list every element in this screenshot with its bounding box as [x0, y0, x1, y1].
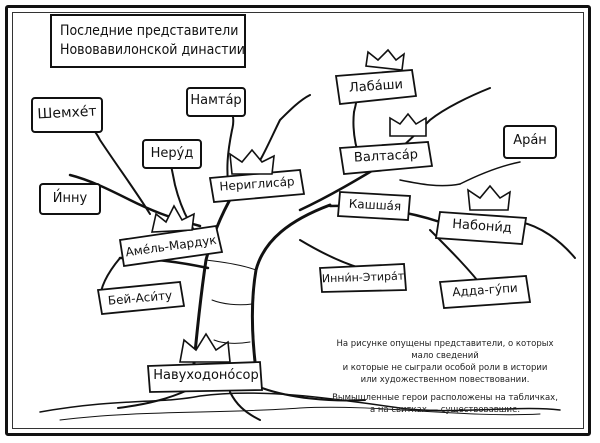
label-aran: Ара́н	[513, 133, 547, 148]
diagram-title: Последние представители Нововавилонской …	[50, 14, 246, 68]
note-line-2: и которые не сыграли особой роли в истор…	[342, 363, 548, 373]
crown-nebuchadnezzar-icon	[179, 332, 231, 363]
frame-inner-line	[12, 12, 584, 429]
tablet-innu	[39, 183, 101, 215]
scroll-inin-etirat	[319, 263, 407, 293]
tablet-shemhet	[31, 97, 103, 133]
scroll-nebuchadnezzar	[147, 361, 263, 393]
note-line-5: а на свитках — существовавшие.	[369, 405, 521, 415]
scroll-kashshaya	[337, 191, 411, 221]
scroll-labashi	[334, 69, 418, 105]
label-nerud: Неру́д	[150, 146, 194, 161]
scroll-bei-asitu	[96, 281, 186, 315]
scroll-nabonid	[434, 211, 528, 245]
label-namtar: Намта́р	[190, 93, 242, 108]
scroll-valtasar	[338, 141, 434, 175]
scroll-adda-gupi	[438, 275, 532, 309]
ornamental-frame	[5, 5, 591, 436]
tablet-namtar	[186, 87, 246, 117]
explanatory-note: На рисунке опущены представители, о кото…	[325, 338, 565, 416]
title-line-2: Нововавилонской династии	[60, 42, 245, 58]
note-line-3: или художественном повествовании.	[360, 375, 530, 385]
note-line-1: На рисунке опущены представители, о кото…	[336, 339, 554, 361]
crown-labashi-icon	[365, 48, 406, 71]
crown-amel-marduk-icon	[150, 204, 195, 233]
label-innu: И́нну	[52, 191, 88, 206]
tablet-nerud	[142, 139, 202, 169]
label-nebuchadnezzar: Навуходоно́сор	[153, 368, 259, 383]
tablet-aran	[503, 125, 557, 159]
note-line-4: Вымышленные герои расположены на табличк…	[332, 393, 558, 403]
title-line-1: Последние представители	[60, 23, 239, 39]
crown-nabonid-icon	[467, 184, 511, 211]
crown-valtasar-icon	[389, 112, 427, 137]
crown-neriglisar-icon	[229, 148, 275, 175]
